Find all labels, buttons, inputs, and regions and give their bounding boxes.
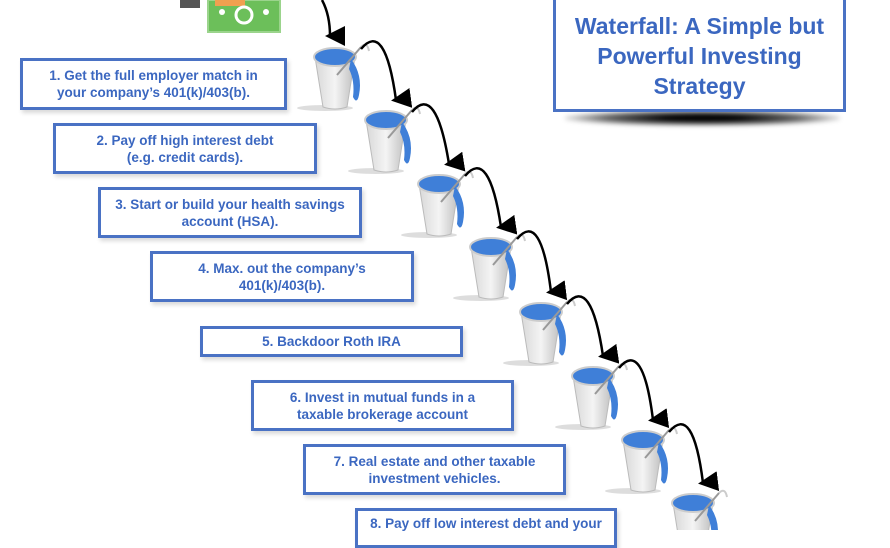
curved-arrow-icon — [464, 167, 518, 235]
water-bucket-icon — [605, 426, 678, 494]
page-title: Waterfall: A Simple but Powerful Investi… — [553, 0, 846, 112]
curved-arrow-icon — [516, 230, 568, 301]
water-bucket-icon — [453, 233, 526, 301]
step-7: 7. Real estate and other taxable investm… — [303, 444, 566, 495]
step-1: 1. Get the full employer match in your c… — [20, 58, 287, 110]
curved-arrow-icon — [668, 423, 720, 492]
water-bucket-icon — [503, 298, 576, 366]
step-4: 4. Max. out the company’s 401(k)/403(b). — [150, 251, 414, 302]
water-bucket-icon — [555, 362, 628, 430]
title-shadow — [565, 110, 840, 126]
money-bill-icon — [180, 0, 281, 33]
step-8: 8. Pay off low interest debt and your — [355, 508, 617, 548]
step-3: 3. Start or build your health savings ac… — [98, 187, 362, 238]
curved-arrow-icon — [360, 40, 413, 108]
water-bucket-icon — [348, 106, 421, 174]
water-bucket-icon — [297, 43, 370, 111]
curved-arrow-icon — [566, 295, 620, 364]
step-6: 6. Invest in mutual funds in a taxable b… — [251, 380, 514, 431]
water-bucket-icon — [671, 489, 728, 530]
water-bucket-icon — [401, 170, 474, 238]
curved-arrow-icon — [320, 0, 346, 46]
step-5: 5. Backdoor Roth IRA — [200, 326, 463, 357]
curved-arrow-icon — [411, 103, 466, 172]
waterfall-art — [180, 0, 728, 530]
curved-arrow-icon — [618, 359, 670, 429]
step-2: 2. Pay off high interest debt (e.g. cred… — [53, 123, 317, 174]
